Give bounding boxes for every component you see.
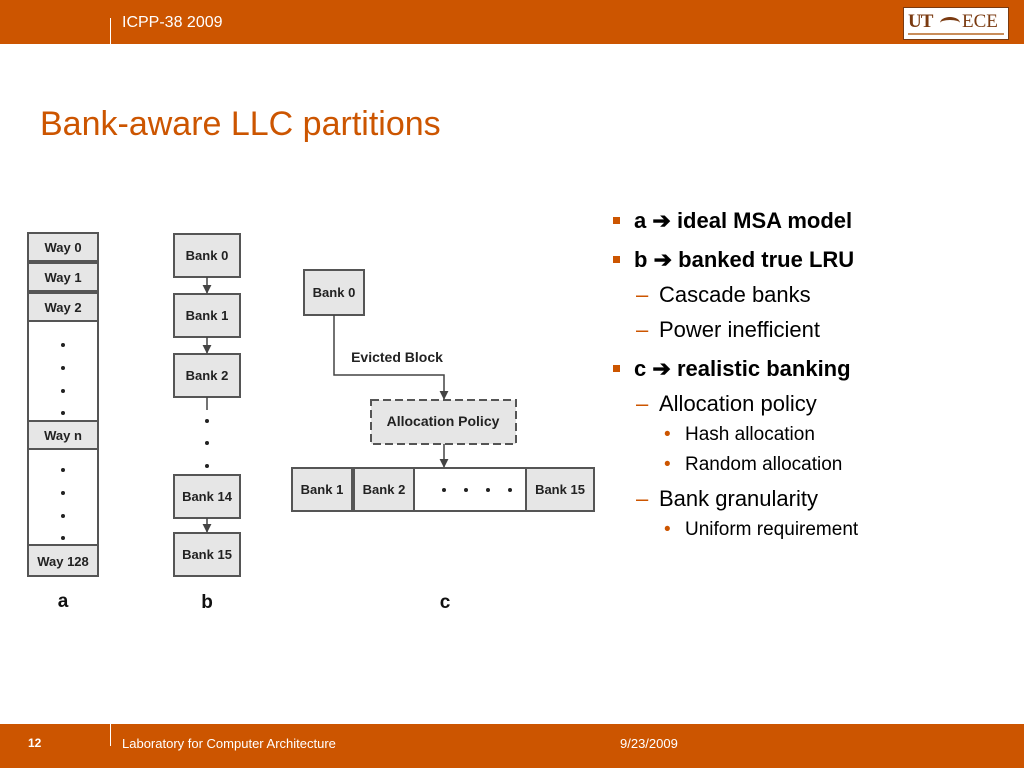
sub-bullet-text: Bank granularity <box>659 486 818 511</box>
slide-date: 9/23/2009 <box>620 736 678 751</box>
sub-bullet-allocation: – Allocation policy <box>610 391 1010 418</box>
evicted-path-arrow <box>333 315 449 400</box>
sub-bullet-power: – Power inefficient <box>610 317 1010 344</box>
way-1-label: Way 1 <box>44 270 81 285</box>
sub-bullet-text: Allocation policy <box>659 391 817 416</box>
column-c-label: c <box>440 592 451 613</box>
bullet-c-key: c <box>634 356 647 381</box>
bullet-a-key: a <box>634 208 647 233</box>
dash-icon: – <box>636 317 649 342</box>
header-divider <box>110 18 111 44</box>
sub-sub-bullet-hash: • Hash allocation <box>610 424 1010 448</box>
logo-fineprint <box>908 33 1004 35</box>
right-arrow-icon: ➔ <box>652 208 671 233</box>
dot-icon: • <box>664 519 671 540</box>
way-128-label: Way 128 <box>37 554 89 569</box>
c-bank-1-box <box>291 467 353 512</box>
way-0-box <box>27 232 99 262</box>
sub-bullet-text: Power inefficient <box>659 317 821 342</box>
sub-bullet-cascade: – Cascade banks <box>610 282 1010 309</box>
c-bank-0-box <box>303 269 365 316</box>
bullet-a-text: ideal MSA model <box>676 208 853 233</box>
c-bank-15-label: Bank 15 <box>535 482 585 497</box>
logo-ece-text: ECE <box>962 11 998 32</box>
page-number: 12 <box>28 736 42 750</box>
bank-1-label: Bank 1 <box>186 308 229 323</box>
bank-15-label: Bank 15 <box>182 547 232 562</box>
bank-1-box <box>173 293 241 338</box>
sub-sub-bullet-text: Random allocation <box>685 454 843 475</box>
sub-sub-bullet-text: Uniform requirement <box>685 519 859 540</box>
conference-label: ICPP-38 2009 <box>122 14 223 31</box>
c-bank-15-box <box>525 467 595 512</box>
bullet-b: b ➔ banked true LRU <box>610 247 1010 274</box>
dot-icon: • <box>664 424 671 445</box>
allocation-policy-box <box>370 399 517 445</box>
way-2-box <box>27 292 99 322</box>
bullet-b-text: banked true LRU <box>678 247 855 272</box>
bullet-c: c ➔ realistic banking <box>610 356 1010 383</box>
bullet-square-icon <box>613 256 620 263</box>
sub-sub-bullet-text: Hash allocation <box>685 424 815 445</box>
ut-ece-logo: UT ECE <box>903 7 1009 40</box>
c-bank-2-box <box>353 467 415 512</box>
c-bank-1-label: Bank 1 <box>301 482 344 497</box>
footer-bar: 12 Laboratory for Computer Architecture … <box>0 724 1024 768</box>
way-2-label: Way 2 <box>44 300 81 315</box>
ellipsis-dots <box>61 343 512 540</box>
right-arrow-icon: ➔ <box>652 356 671 381</box>
bank-14-box <box>173 474 241 519</box>
sub-bullet-text: Cascade banks <box>659 282 811 307</box>
header-bar: ICPP-38 2009 UT ECE <box>0 0 1024 44</box>
dash-icon: – <box>636 391 649 416</box>
longhorn-icon <box>940 17 960 29</box>
slide-title: Bank-aware LLC partitions <box>40 105 441 143</box>
column-a-label: a <box>58 591 69 612</box>
bullet-square-icon <box>613 365 620 372</box>
right-arrow-icon: ➔ <box>653 247 673 272</box>
bullet-list: a ➔ ideal MSA model b ➔ banked true LRU … <box>610 196 1010 543</box>
bank-0-label: Bank 0 <box>186 248 229 263</box>
bullet-c-text: realistic banking <box>676 356 851 381</box>
bullet-square-icon <box>613 217 620 224</box>
bank-2-label: Bank 2 <box>186 368 229 383</box>
c-bank-0-label: Bank 0 <box>313 285 356 300</box>
bank-14-label: Bank 14 <box>182 489 233 504</box>
dot-icon: • <box>664 454 671 475</box>
sub-sub-bullet-random: • Random allocation <box>610 454 1010 478</box>
bullet-b-key: b <box>634 247 648 272</box>
c-bank-2-label: Bank 2 <box>363 482 406 497</box>
way-n-label: Way n <box>44 428 82 443</box>
dash-icon: – <box>636 486 649 511</box>
dash-icon: – <box>636 282 649 307</box>
sub-sub-bullet-uniform: • Uniform requirement <box>610 519 1010 543</box>
bullet-a: a ➔ ideal MSA model <box>610 208 1010 235</box>
bank-diagram: Way 0 Way 1 Way 2 Way n Way 128 Bank 0 B… <box>27 232 595 613</box>
column-b-label: b <box>201 592 213 613</box>
logo-ut-text: UT <box>908 11 933 32</box>
way-1-box <box>27 262 99 292</box>
way-n-box <box>27 420 99 450</box>
footer-divider <box>110 724 111 746</box>
evicted-block-label: Evicted Block <box>351 349 443 365</box>
way-128-box <box>27 544 99 577</box>
sub-bullet-granularity: – Bank granularity <box>610 486 1010 513</box>
allocation-policy-label: Allocation Policy <box>387 413 500 429</box>
lab-name: Laboratory for Computer Architecture <box>122 736 336 751</box>
way-0-label: Way 0 <box>44 240 81 255</box>
bank-15-box <box>173 532 241 577</box>
